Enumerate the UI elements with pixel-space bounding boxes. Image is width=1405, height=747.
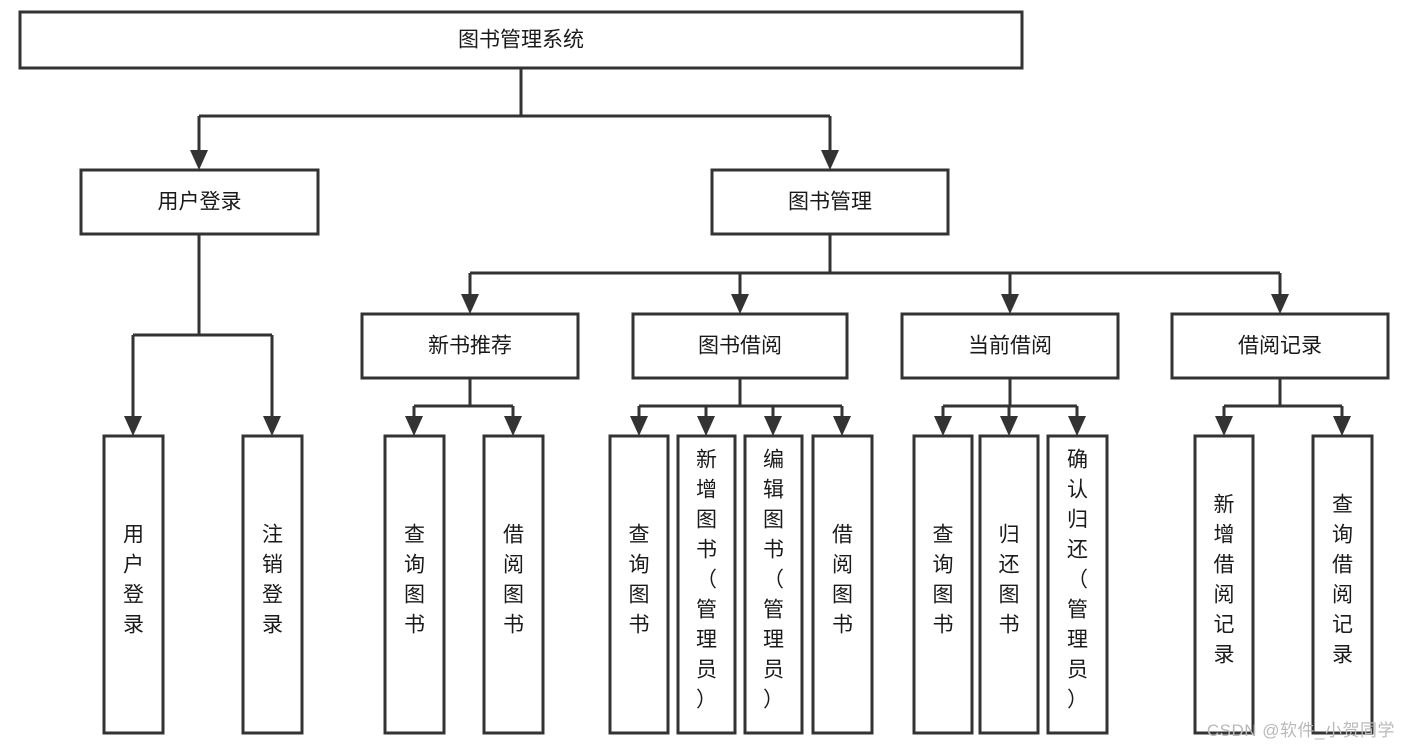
connector-c-bookborrow-bus [630, 378, 851, 436]
arrow-head-icon [504, 416, 522, 436]
node-leaf-borrow-book[interactable]: 借阅图书 [811, 434, 874, 735]
arrow-head-icon [731, 294, 749, 314]
node-label: 编辑图书（管理员） [763, 449, 784, 712]
arrow-head-icon [821, 150, 839, 170]
node-label: 借阅记录 [1238, 335, 1322, 358]
node-label: 注销登录 [262, 524, 283, 637]
node-label: 当前借阅 [968, 335, 1052, 358]
node-label: 新书推荐 [428, 335, 512, 358]
node-label: 用户登录 [158, 191, 242, 214]
node-label: 用户登录 [123, 524, 144, 637]
node-borrow-record[interactable]: 借阅记录 [1170, 312, 1390, 380]
connector-line [468, 234, 1282, 298]
node-user-login[interactable]: 用户登录 [79, 168, 320, 236]
connector-line [941, 378, 1079, 420]
node-leaf-user-login[interactable]: 用户登录 [102, 434, 165, 735]
node-box[interactable] [1046, 434, 1109, 735]
node-label: 图书管理 [788, 191, 872, 214]
node-box[interactable] [79, 168, 320, 236]
node-leaf-user-logout[interactable]: 注销登录 [241, 434, 304, 735]
node-book-borrow[interactable]: 图书借阅 [631, 312, 849, 380]
node-leaf-add-borrow-record[interactable]: 新增借阅记录 [1193, 434, 1255, 735]
node-box[interactable] [608, 434, 670, 735]
arrow-head-icon [1001, 294, 1019, 314]
connector-line [197, 68, 832, 154]
arrow-head-icon [1333, 416, 1351, 436]
connector-c-currentborrow-bus [934, 378, 1086, 436]
node-label: 查询图书 [933, 524, 954, 637]
node-current-borrow[interactable]: 当前借阅 [900, 312, 1120, 380]
connector-c-bookmanage-bus [461, 234, 1289, 314]
node-box[interactable] [1311, 434, 1374, 735]
node-root[interactable]: 图书管理系统 [18, 10, 1024, 70]
node-label: 新增借阅记录 [1214, 494, 1235, 667]
arrow-head-icon [833, 416, 851, 436]
arrow-head-icon [263, 416, 281, 436]
arrow-head-icon [630, 416, 648, 436]
node-leaf-query-book-current[interactable]: 查询图书 [912, 434, 974, 735]
arrow-head-icon [1068, 416, 1086, 436]
arrow-head-icon [1271, 294, 1289, 314]
node-box[interactable] [811, 434, 874, 735]
node-label: 图书管理系统 [458, 29, 584, 52]
node-box[interactable] [631, 312, 849, 380]
node-box[interactable] [900, 312, 1120, 380]
node-box[interactable] [743, 434, 804, 735]
node-label: 新增图书（管理员） [696, 449, 717, 712]
connector-line [1222, 378, 1344, 420]
node-box[interactable] [978, 434, 1040, 735]
node-box[interactable] [383, 434, 446, 735]
connector-line [131, 234, 274, 420]
node-box[interactable] [1193, 434, 1255, 735]
connector-c-root-bus [190, 68, 839, 170]
arrow-head-icon [1000, 416, 1018, 436]
node-box[interactable] [676, 434, 737, 735]
csdn-watermark: CSDN @软件_小贺同学 [1206, 721, 1395, 740]
arrow-head-icon [461, 294, 479, 314]
arrow-head-icon [1215, 416, 1233, 436]
node-leaf-query-book-borrow[interactable]: 查询图书 [608, 434, 670, 735]
node-box[interactable] [241, 434, 304, 735]
connector-c-userlogin-bus [124, 234, 281, 436]
node-label: 查询图书 [629, 524, 650, 637]
arrow-head-icon [697, 416, 715, 436]
node-box[interactable] [482, 434, 545, 735]
connector-layer [124, 68, 1351, 436]
node-new-book-rec[interactable]: 新书推荐 [360, 312, 580, 380]
node-leaf-borrow-book-rec[interactable]: 借阅图书 [482, 434, 545, 735]
node-label: 归还图书 [999, 524, 1020, 637]
node-leaf-add-book-admin[interactable]: 新增图书（管理员） [676, 434, 737, 735]
node-leaf-query-borrow-record[interactable]: 查询借阅记录 [1311, 434, 1374, 735]
node-box[interactable] [1170, 312, 1390, 380]
node-leaf-query-book-rec[interactable]: 查询图书 [383, 434, 446, 735]
node-label: 借阅图书 [503, 524, 524, 637]
node-leaf-confirm-return-admin[interactable]: 确认归还（管理员） [1046, 434, 1109, 735]
connector-c-borrowrecord-bus [1215, 378, 1351, 436]
arrow-head-icon [934, 416, 952, 436]
node-box[interactable] [18, 10, 1024, 70]
arrow-head-icon [764, 416, 782, 436]
node-box[interactable] [710, 168, 950, 236]
node-leaf-return-book[interactable]: 归还图书 [978, 434, 1040, 735]
node-label: 借阅图书 [832, 524, 853, 637]
arrow-head-icon [190, 150, 208, 170]
arrow-head-icon [124, 416, 142, 436]
node-label: 查询图书 [404, 524, 425, 637]
connector-c-newbookrec-bus [405, 378, 522, 436]
connector-line [412, 378, 515, 420]
node-box[interactable] [102, 434, 165, 735]
node-label: 查询借阅记录 [1332, 494, 1353, 667]
arrow-head-icon [405, 416, 423, 436]
node-book-manage[interactable]: 图书管理 [710, 168, 950, 236]
node-layer: 图书管理系统用户登录图书管理新书推荐图书借阅当前借阅借阅记录用户登录注销登录查询… [18, 10, 1390, 735]
node-box[interactable] [912, 434, 974, 735]
connector-line [637, 378, 844, 420]
node-box[interactable] [360, 312, 580, 380]
node-label: 确认归还（管理员） [1067, 449, 1088, 712]
node-label: 图书借阅 [698, 335, 782, 358]
node-leaf-edit-book-admin[interactable]: 编辑图书（管理员） [743, 434, 804, 735]
